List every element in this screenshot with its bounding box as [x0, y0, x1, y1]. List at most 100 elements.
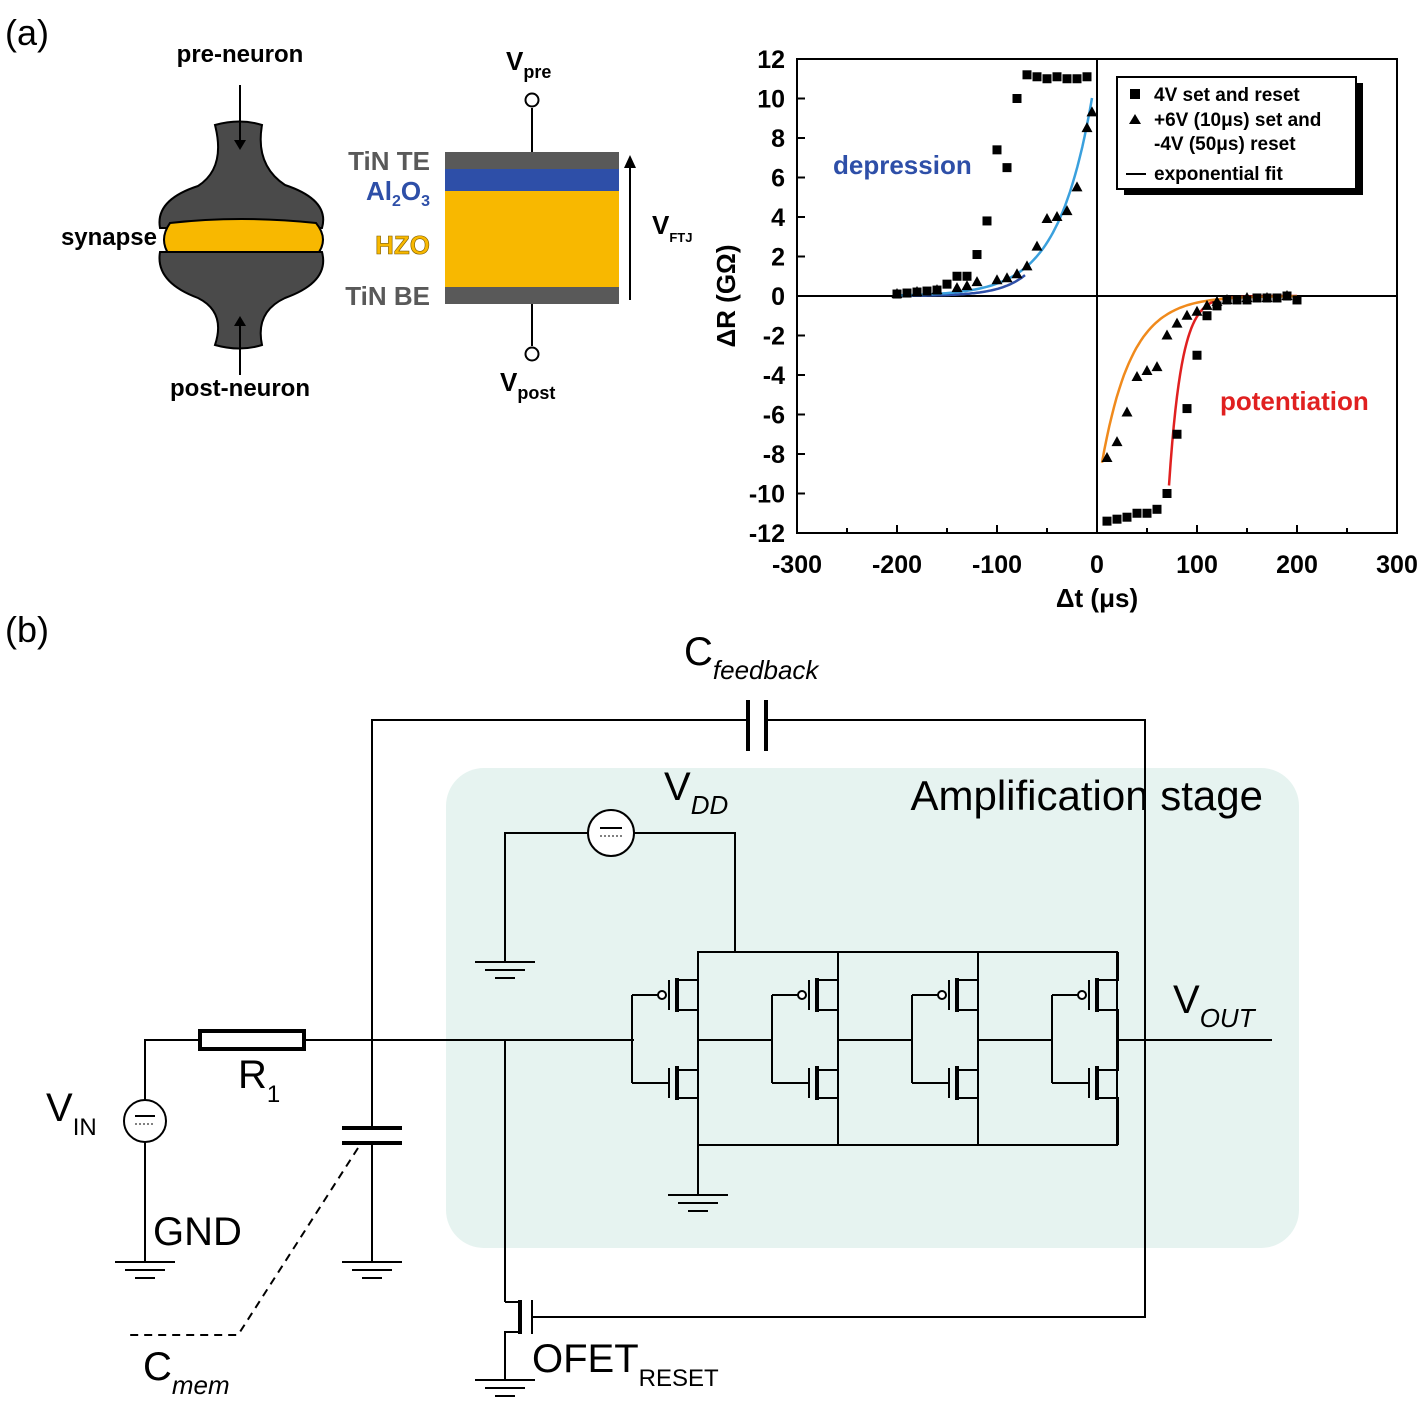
- square-marker: [1112, 514, 1122, 524]
- triangle-marker: [1086, 106, 1098, 117]
- triangle-marker: [1031, 240, 1043, 251]
- triangle-marker: [971, 276, 983, 287]
- n-source-wire: [817, 1097, 839, 1145]
- square-marker: [972, 250, 982, 260]
- square-marker: [1292, 295, 1302, 305]
- p-source-wire: [957, 952, 979, 981]
- ground-icon: [342, 1261, 402, 1279]
- n-source-wire: [677, 1097, 699, 1145]
- triangle-marker: [1081, 122, 1093, 133]
- triangle-marker: [1021, 260, 1033, 271]
- p-gate-bubble: [797, 990, 807, 1000]
- legend-entry-4: exponential fit: [1154, 164, 1283, 185]
- triangle-marker: [1201, 299, 1213, 310]
- square-marker: [1252, 293, 1262, 303]
- triangle-marker: [1221, 293, 1233, 304]
- p-gate-bubble: [1077, 990, 1087, 1000]
- post-neuron-shape: [158, 251, 325, 350]
- square-marker: [952, 271, 962, 281]
- square-marker: [942, 279, 952, 289]
- feedback-wire-right: [532, 719, 1146, 1318]
- x-axis-label: Δt (μs): [1056, 583, 1138, 613]
- legend-triangle-marker: [1129, 114, 1141, 124]
- top-electrode-label: TiN TE: [348, 146, 430, 176]
- vdd-source: [587, 809, 635, 857]
- legend-entry-1: 4V set and reset: [1154, 85, 1300, 106]
- square-marker: [1192, 350, 1202, 360]
- ofet-reset-label: OFETRESET: [532, 1337, 719, 1392]
- c-mem-label: Cmem: [143, 1345, 230, 1400]
- synapse-illustration: [158, 85, 325, 375]
- ferroelectric-label: HZO: [375, 230, 430, 260]
- c-feedback-label: Cfeedback: [684, 630, 820, 685]
- p-gate-bubble: [937, 990, 947, 1000]
- square-marker: [1132, 508, 1142, 518]
- legend-square-marker: [1130, 89, 1140, 99]
- v-out-label: VOUT: [1173, 978, 1257, 1033]
- ferroelectric-layer: [445, 191, 619, 287]
- square-marker: [1012, 94, 1022, 103]
- x-tick-label: 300: [1376, 551, 1418, 579]
- triangle-marker: [1061, 205, 1073, 216]
- pre-neuron-shape: [158, 120, 325, 229]
- triangle-marker: [1101, 451, 1113, 462]
- triangle-marker: [1121, 406, 1133, 417]
- ftj-stack: [445, 92, 636, 362]
- y-tick-label: 0: [771, 283, 785, 311]
- inverter-stage: [771, 952, 912, 1145]
- panel-b-label: (b): [5, 609, 49, 650]
- square-marker: [922, 286, 932, 296]
- inverter-stage: [631, 952, 772, 1145]
- r1-label: R1: [238, 1053, 280, 1108]
- square-marker: [1052, 72, 1062, 82]
- x-tick-label: -200: [872, 551, 922, 579]
- amplification-stage-region: [446, 768, 1299, 1248]
- y-tick-label: -4: [763, 362, 785, 390]
- vin-source-circle: [123, 1099, 167, 1143]
- y-axis-label: ΔR (GΩ): [711, 244, 741, 347]
- triangle-marker: [1161, 329, 1173, 340]
- square-marker: [1022, 70, 1032, 80]
- triangle-marker: [1041, 212, 1053, 223]
- ground-icon: [475, 961, 535, 979]
- inverter-stage: [911, 952, 1052, 1145]
- post-neuron-label: post-neuron: [170, 375, 310, 402]
- triangle-marker: [1211, 295, 1223, 306]
- vdd-wire-right: [634, 832, 736, 952]
- square-marker: [1202, 311, 1212, 321]
- x-tick-label: 200: [1276, 551, 1318, 579]
- square-marker: [1162, 489, 1172, 498]
- vin-wire-top: [144, 1039, 200, 1101]
- vftj-arrow-head: [624, 155, 636, 168]
- cmem-pointer-line: [125, 1147, 359, 1336]
- y-tick-label: 2: [771, 244, 785, 272]
- square-marker: [1172, 429, 1182, 439]
- square-marker: [1142, 508, 1152, 518]
- fit-curve: [897, 97, 1094, 297]
- v-in-label: VIN: [46, 1086, 97, 1141]
- n-source-wire: [957, 1097, 979, 1145]
- p-gate-bubble: [657, 990, 667, 1000]
- triangle-marker: [1011, 268, 1023, 279]
- x-tick-label: -300: [772, 551, 822, 579]
- y-tick-label: -12: [749, 520, 785, 548]
- triangle-marker: [1171, 317, 1183, 328]
- post-arrow-head: [234, 316, 246, 326]
- triangle-marker: [891, 288, 903, 299]
- y-tick-label: -2: [763, 323, 785, 351]
- fit-curve: [1100, 294, 1297, 463]
- square-marker: [982, 216, 992, 226]
- depression-annotation: depression: [833, 150, 972, 180]
- v-post-label: Vpost: [500, 367, 555, 403]
- triangle-marker: [931, 284, 943, 295]
- vdd-source-circle: [587, 809, 635, 857]
- triangle-marker: [1111, 436, 1123, 447]
- ground-icon: [475, 1379, 535, 1397]
- potentiation-annotation: potentiation: [1220, 386, 1369, 416]
- triangle-marker: [1151, 361, 1163, 372]
- gnd-label: GND: [153, 1210, 242, 1254]
- vdd-label: VDD: [664, 765, 728, 820]
- y-tick-label: 12: [757, 46, 785, 74]
